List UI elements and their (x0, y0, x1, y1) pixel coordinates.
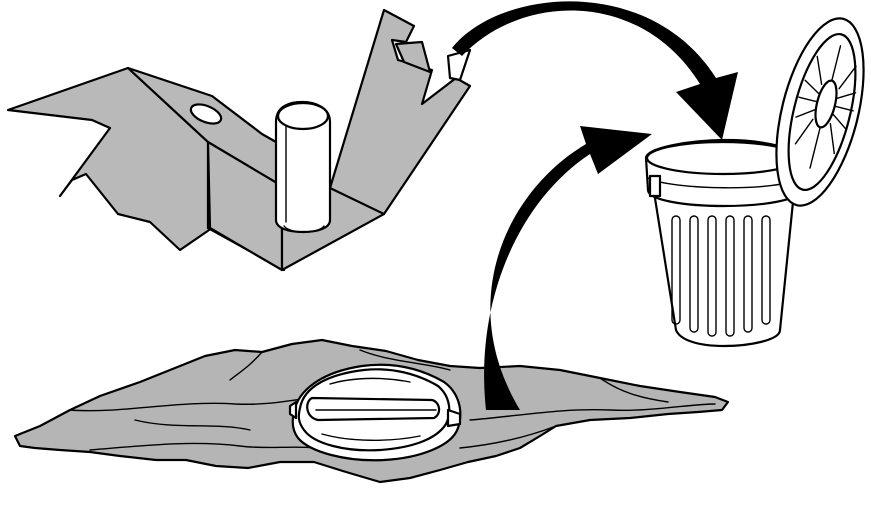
arrow-lid-to-bin (484, 126, 652, 410)
bin-body (652, 190, 796, 348)
lid-handle-bar (306, 396, 441, 422)
cylindrical-container-icon (274, 100, 332, 234)
box-hole (189, 103, 223, 125)
open-cardboard-box-icon (6, 8, 472, 272)
round-lid-icon (288, 363, 462, 462)
curved-arrow-icon (484, 126, 652, 410)
cup-body (274, 100, 332, 234)
curved-arrow-icon (452, 1, 738, 140)
arrow-box-to-bin (452, 1, 738, 140)
box-right-notch (446, 48, 472, 82)
trash-can-lid-icon (775, 17, 865, 207)
box-right-slot (394, 40, 432, 74)
bin-lid-spokes (794, 45, 857, 169)
bin-ribs (671, 215, 771, 337)
bin-handle-left (648, 174, 662, 198)
box-right-flap (328, 8, 472, 216)
lid-tab (446, 408, 462, 428)
cup-top (276, 101, 330, 131)
lid-tab-left (288, 400, 298, 420)
trash-can-icon (644, 138, 802, 348)
